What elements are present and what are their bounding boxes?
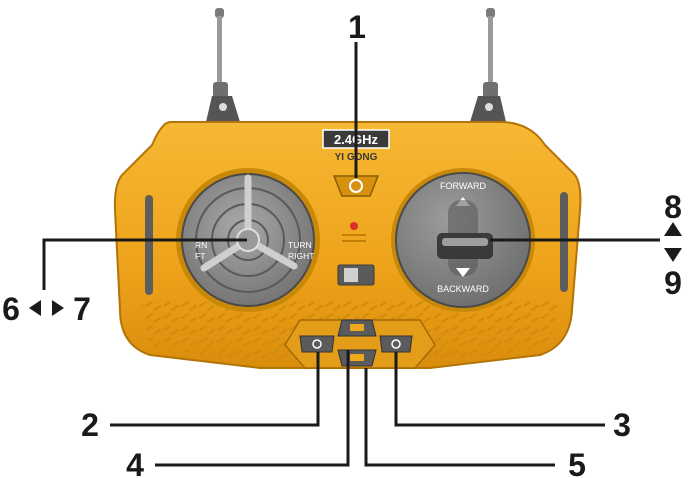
excavator-up-button[interactable] (337, 319, 377, 337)
callout-7: 7 (73, 291, 91, 327)
turn-left-label-bottom: FT (195, 251, 205, 261)
callout-4: 4 (126, 447, 144, 478)
excavator-icon (350, 324, 364, 331)
turn-right-label-top: TURN (288, 240, 312, 250)
turn-right-label-bottom: RIGHT (288, 251, 314, 261)
callout-6: 6 (2, 291, 20, 327)
horn-icon (312, 339, 322, 349)
power-button[interactable] (332, 175, 380, 197)
backward-label: BACKWARD (437, 284, 489, 294)
excavator-icon (350, 354, 364, 361)
steering-dial[interactable]: RN FT TURN RIGHT (176, 168, 320, 312)
power-led (342, 222, 366, 242)
slide-switch[interactable] (337, 264, 375, 286)
light-icon (391, 339, 401, 349)
left-function-button[interactable] (299, 335, 335, 353)
excavator-down-button[interactable] (337, 349, 377, 367)
right-arrow-icon (52, 300, 64, 316)
left-arrow-icon (29, 300, 41, 316)
backward-arrow-icon (456, 268, 470, 277)
forward-label: FORWARD (440, 181, 486, 191)
callout-lines (42, 42, 660, 467)
callout-5: 5 (568, 447, 586, 478)
callout-8: 8 (664, 189, 682, 225)
turn-left-label-top: RN (195, 240, 207, 250)
right-function-button[interactable] (379, 335, 413, 353)
callout-3: 3 (613, 407, 631, 443)
callout-9: 9 (664, 265, 682, 301)
callout-1: 1 (348, 9, 366, 45)
up-arrow-icon (664, 222, 682, 236)
callout-2: 2 (81, 407, 99, 443)
right-antenna (470, 8, 506, 122)
power-icon (349, 179, 363, 193)
down-arrow-icon (664, 248, 682, 262)
throttle-dial[interactable]: FORWARD BACKWARD (391, 168, 535, 312)
left-antenna (206, 8, 240, 122)
